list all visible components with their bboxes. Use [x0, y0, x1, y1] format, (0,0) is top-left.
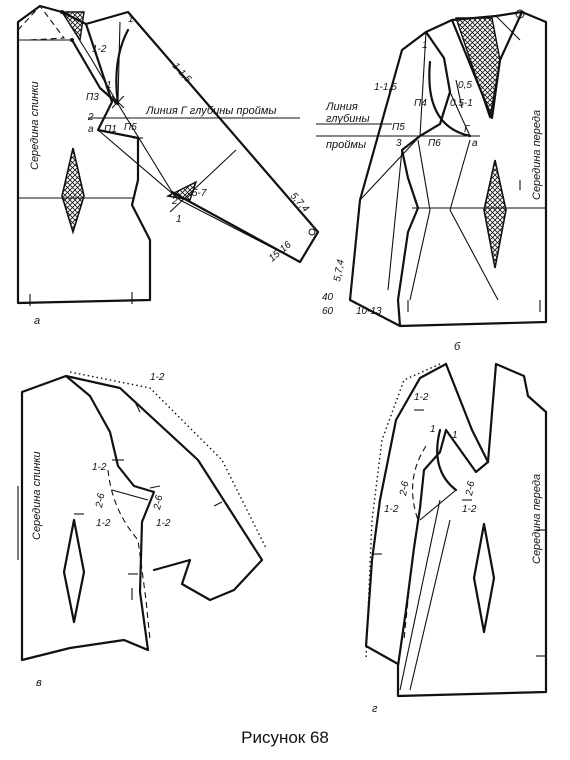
- panel-a-measure: 1: [176, 214, 182, 225]
- panel-g-measure: 1-2: [462, 504, 477, 515]
- panel-b-armhole-line-label-3: проймы: [326, 139, 366, 151]
- panel-b-measure: П4: [414, 98, 427, 109]
- panel-b-measure: 1: [422, 40, 428, 51]
- panel-a-measure: 1-1,5: [170, 61, 194, 86]
- panel-g-measure: 2-6: [464, 480, 478, 498]
- panel-b-measure: 10-13: [356, 306, 382, 317]
- panel-v-center-label: Середина спинки: [31, 451, 43, 540]
- panel-b-measure: Г: [464, 124, 471, 135]
- panel-g-center-label: Середина переда: [531, 474, 543, 564]
- panel-v-measure: 1-2: [92, 462, 107, 473]
- panel-v-measure: 1-2: [156, 518, 171, 529]
- panel-a-measure: а: [88, 124, 94, 135]
- panel-b-center-label: Середина переда: [531, 110, 543, 200]
- panel-a-measure: 5-7: [192, 188, 207, 199]
- panel-v-letter: в: [36, 677, 42, 689]
- panel-a-measure: 1-2: [92, 44, 107, 55]
- panel-b-measure: П6: [428, 138, 441, 149]
- panel-b-measure: 1-1,5: [374, 82, 397, 93]
- panel-a-measure: 1: [106, 80, 112, 91]
- panel-b-measure: 3: [396, 138, 402, 149]
- panel-g-measure: 1-2: [384, 504, 399, 515]
- panel-v-measure: 1-2: [96, 518, 111, 529]
- panel-a-armhole-line-label: Линия Г глубины проймы: [145, 105, 276, 117]
- panel-a-measure: 2: [171, 196, 178, 207]
- panel-v-measure: 2-6: [94, 492, 108, 510]
- panel-a-measure: 1: [128, 14, 134, 25]
- panel-a-measure: П3: [86, 92, 99, 103]
- panel-b-front-with-sleeve: Середина переда Линия глубины проймы 1 1…: [316, 9, 548, 353]
- panel-a-measure: П5: [124, 122, 137, 133]
- panel-a-measure: 2: [87, 112, 94, 123]
- panel-b-measure: 40: [322, 292, 334, 303]
- panel-b-measure: 0,5: [458, 80, 472, 91]
- panel-g-measure: 1: [430, 424, 436, 435]
- panel-v-measure: 1-2: [150, 372, 165, 383]
- figure-caption: Рисунок 68: [241, 728, 329, 747]
- panel-b-letter: б: [454, 341, 461, 353]
- panel-a-measure: 15-16: [267, 239, 294, 264]
- panel-b-armhole-line-label-2: глубины: [326, 113, 370, 125]
- panel-b-measure: 60: [322, 306, 334, 317]
- panel-g-measure: 1: [452, 430, 458, 441]
- panel-v-back-final: Середина спинки 1-2 1-2 2-6 1-2 2-6 1-2 …: [17, 371, 267, 689]
- panel-a-back-with-sleeve: Середина спинки Линия Г глубины проймы 1…: [16, 4, 320, 327]
- panel-a-center-label: Середина спинки: [29, 81, 41, 170]
- panel-a-letter: а: [34, 315, 40, 327]
- panel-g-measure: 1-2: [414, 392, 429, 403]
- panel-g-measure: 2-6: [398, 480, 412, 498]
- panel-b-measure: а: [472, 138, 478, 149]
- panel-b-armhole-line-label-1: Линия: [325, 101, 358, 113]
- panel-b-measure: 0,5-1: [450, 98, 473, 109]
- panel-g-front-final: Середина переда 1-2 1 1 2-6 2-6 1-2 1-2 …: [364, 362, 548, 715]
- panel-a-measure: П1: [104, 124, 117, 135]
- panel-g-letter: г: [372, 703, 378, 715]
- panel-v-measure: 2-6: [152, 494, 166, 512]
- panel-b-measure: П5: [392, 122, 405, 133]
- panel-b-measure: 5,7,4: [332, 258, 347, 282]
